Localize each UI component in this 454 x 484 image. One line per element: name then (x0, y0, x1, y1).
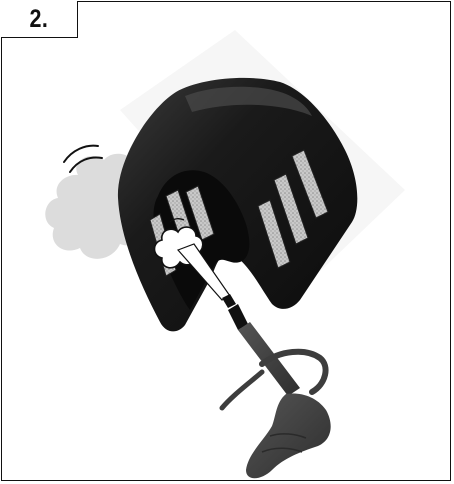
blow-gun-icon (222, 294, 331, 478)
air-filter-cover (118, 78, 357, 331)
